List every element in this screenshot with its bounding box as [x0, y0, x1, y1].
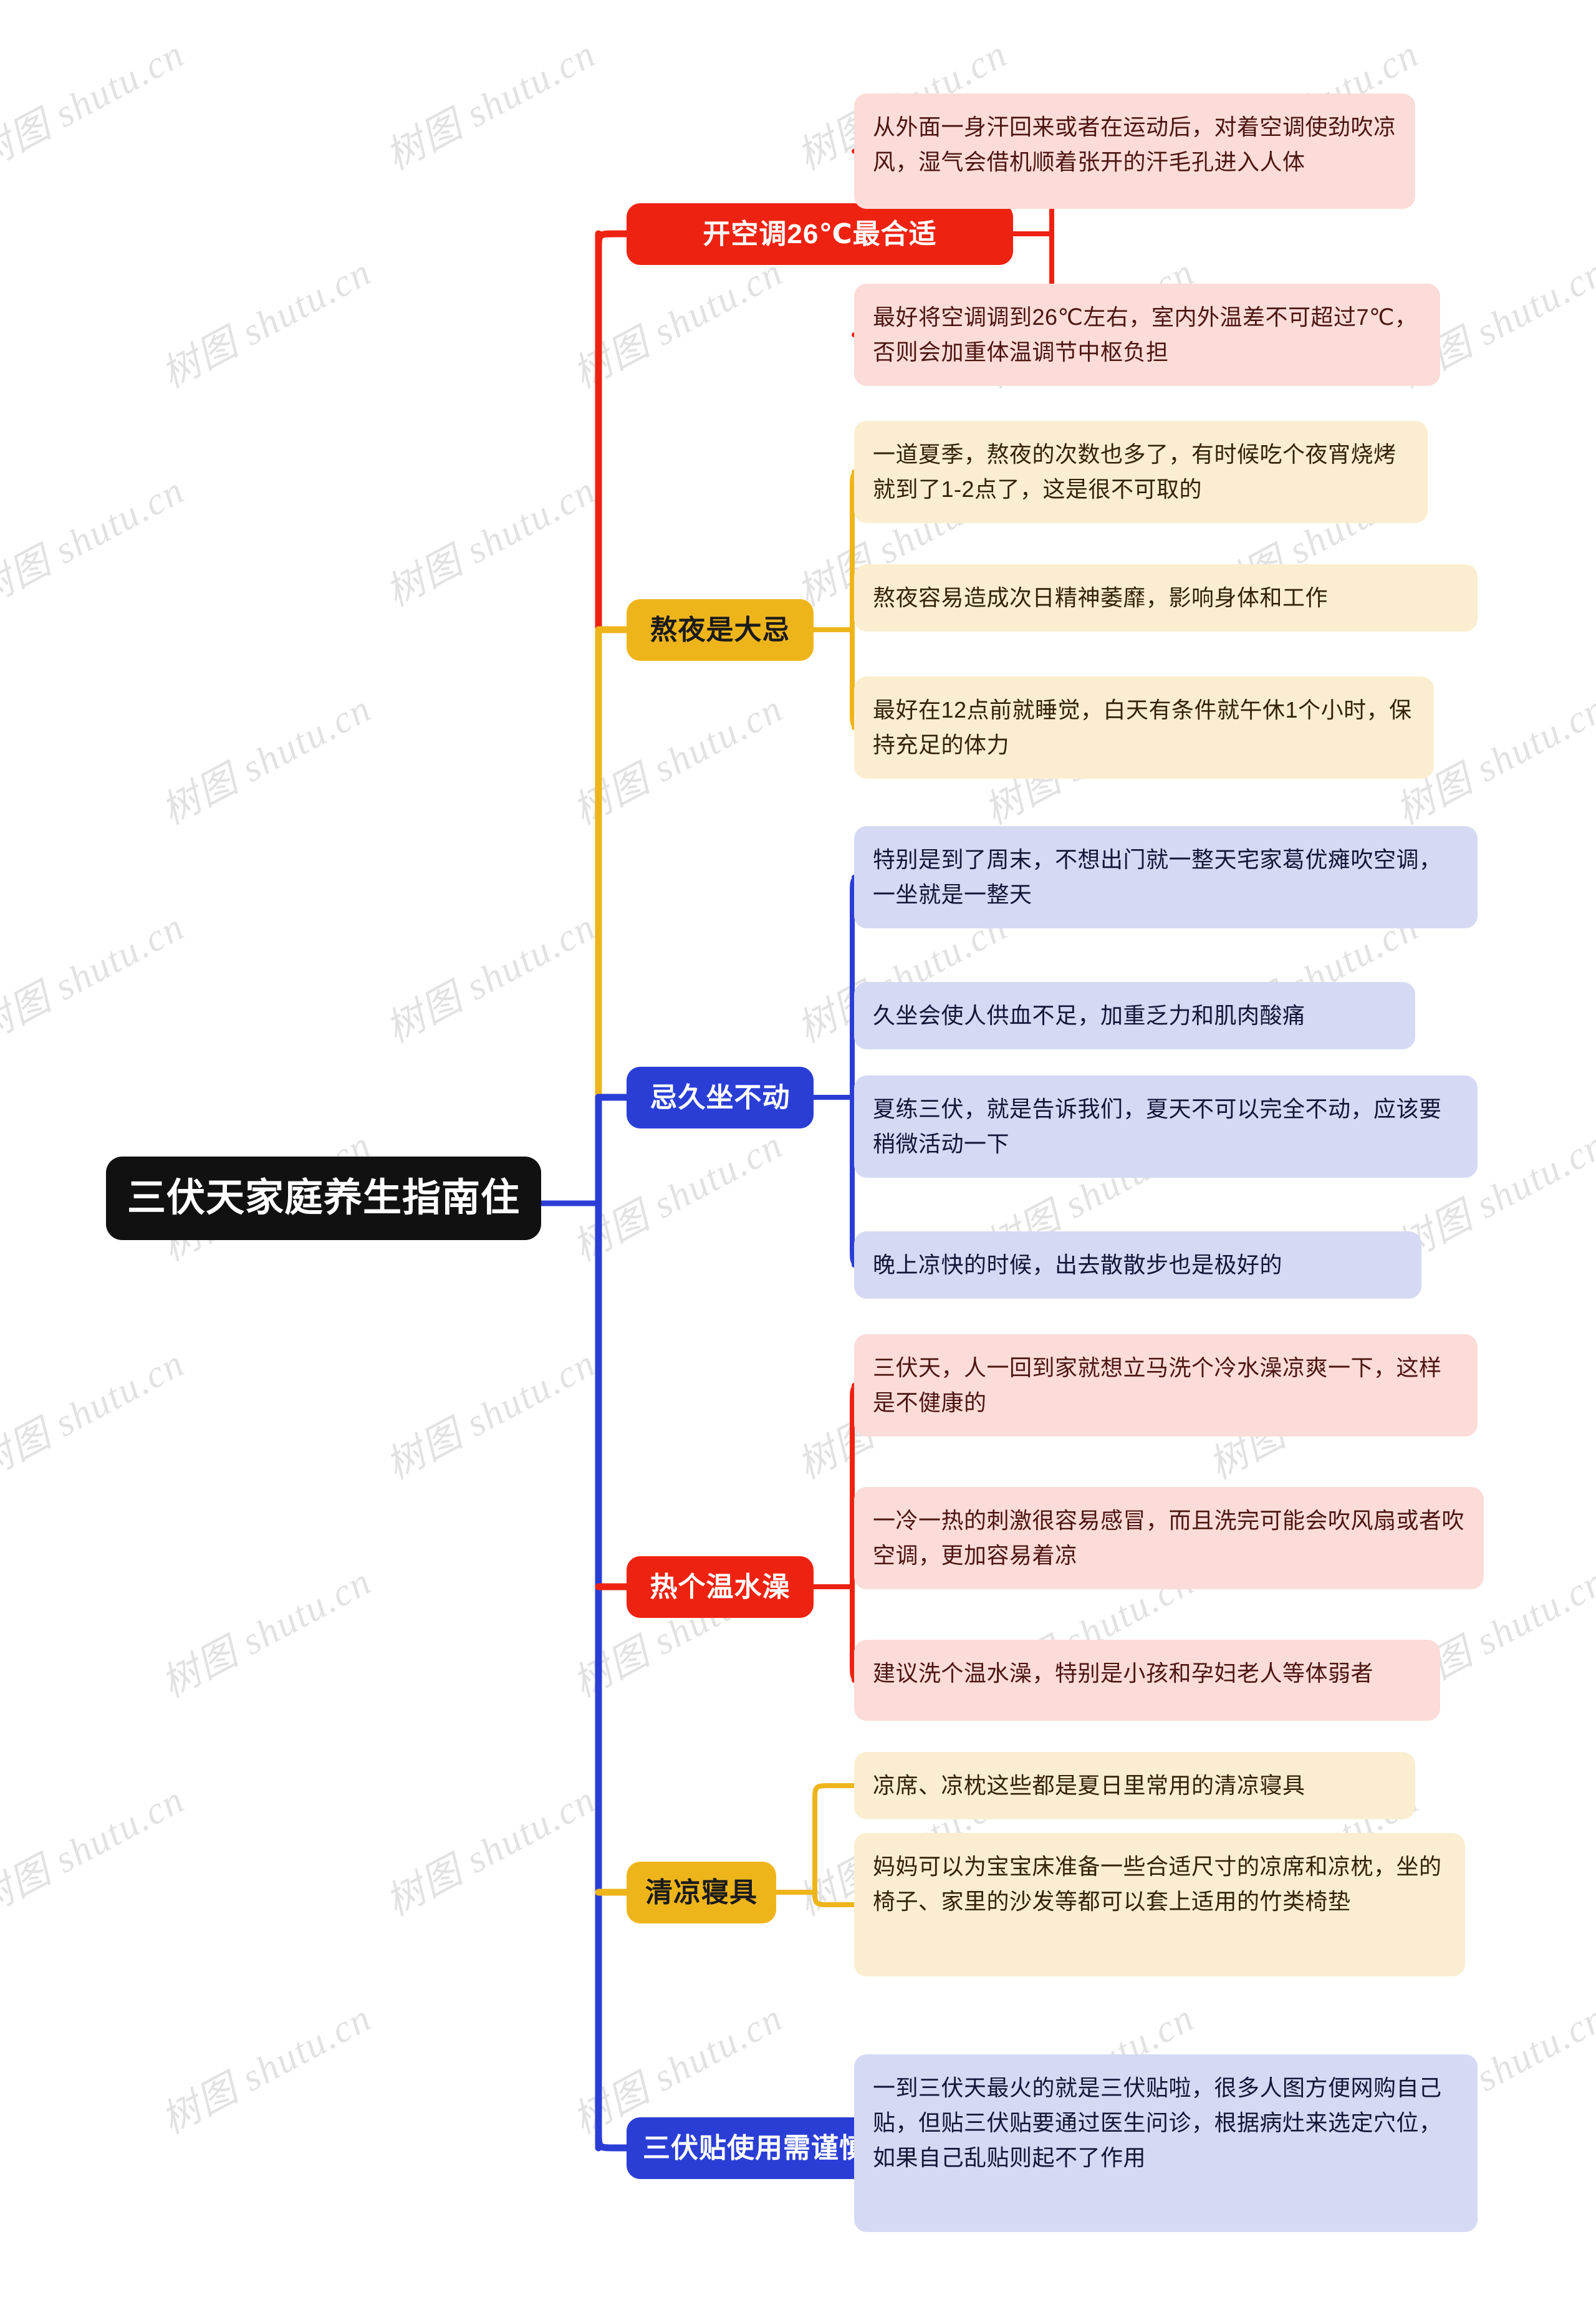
watermark-text: 树图 shutu.cn	[155, 687, 378, 833]
leaf-node-3-1[interactable]: 特别是到了周末，不想出门就一整天宅家葛优瘫吹空调，一坐就是一整天	[854, 826, 1478, 928]
watermark-text: 树图 shutu.cn	[0, 1778, 191, 1924]
leaf-node-1-2[interactable]: 最好将空调调到26℃左右，室内外温差不可超过7℃，否则会加重体温调节中枢负担	[854, 284, 1440, 386]
branch-node-4[interactable]: 热个温水澡	[627, 1556, 814, 1618]
leaf-node-6-1[interactable]: 一到三伏天最火的就是三伏贴啦，很多人图方便网购自己贴，但贴三伏贴要通过医生问诊，…	[854, 2054, 1478, 2232]
watermark-text: 树图 shutu.cn	[155, 1560, 378, 1706]
branch-node-6[interactable]: 三伏贴使用需谨慎	[627, 2117, 882, 2179]
leaf-node-2-3[interactable]: 最好在12点前就睡觉，白天有条件就午休1个小时，保持充足的体力	[854, 676, 1434, 779]
watermark-text: 树图 shutu.cn	[0, 32, 191, 178]
root-node[interactable]: 三伏天家庭养生指南住	[106, 1157, 542, 1240]
leaf-node-5-1[interactable]: 凉席、凉枕这些都是夏日里常用的清凉寝具	[854, 1752, 1415, 1819]
watermark-text: 树图 shutu.cn	[566, 1124, 790, 1269]
watermark-text: 树图 shutu.cn	[379, 469, 603, 615]
watermark-text: 树图 shutu.cn	[379, 1778, 603, 1924]
leaf-node-3-4[interactable]: 晚上凉快的时候，出去散散步也是极好的	[854, 1231, 1421, 1299]
leaf-node-2-1[interactable]: 一道夏季，熬夜的次数也多了，有时候吃个夜宵烧烤就到了1-2点了，这是很不可取的	[854, 421, 1428, 523]
branch-node-1[interactable]: 开空调26℃最合适	[627, 203, 1013, 265]
connector-path	[812, 1886, 857, 1907]
connector-path	[595, 2128, 630, 2152]
watermark-text: 树图 shutu.cn	[155, 251, 378, 397]
connector-path	[812, 1783, 857, 1804]
leaf-node-3-3[interactable]: 夏练三伏，就是告诉我们，夏天不可以完全不动，应该要稍微活动一下	[854, 1075, 1478, 1178]
leaf-node-1-1[interactable]: 从外面一身汗回来或者在运动后，对着空调使劲吹凉风，湿气会借机顺着张开的汗毛孔进入…	[854, 94, 1415, 209]
branch-node-2[interactable]: 熬夜是大忌	[627, 599, 814, 661]
branch-node-5[interactable]: 清凉寝具	[627, 1861, 776, 1923]
watermark-text: 树图 shutu.cn	[379, 32, 603, 178]
watermark-text: 树图 shutu.cn	[379, 1342, 603, 1488]
connector-path	[595, 230, 630, 254]
watermark-text: 树图 shutu.cn	[155, 1996, 378, 2142]
leaf-node-3-2[interactable]: 久坐会使人供血不足，加重乏力和肌肉酸痛	[854, 982, 1415, 1049]
watermark-text: 树图 shutu.cn	[0, 1342, 191, 1488]
leaf-node-2-2[interactable]: 熬夜容易造成次日精神萎靡，影响身体和工作	[854, 564, 1478, 632]
watermark-text: 树图 shutu.cn	[379, 905, 603, 1051]
leaf-node-4-3[interactable]: 建议洗个温水澡，特别是小孩和孕妇老人等体弱者	[854, 1640, 1440, 1721]
watermark-text: 树图 shutu.cn	[566, 687, 790, 833]
branch-node-3[interactable]: 忌久坐不动	[627, 1066, 814, 1128]
leaf-node-5-2[interactable]: 妈妈可以为宝宝床准备一些合适尺寸的凉席和凉枕，坐的椅子、家里的沙发等都可以套上适…	[854, 1833, 1465, 1976]
watermark-text: 树图 shutu.cn	[0, 905, 191, 1051]
watermark-text: 树图 shutu.cn	[0, 469, 191, 615]
leaf-node-4-1[interactable]: 三伏天，人一回到家就想立马洗个冷水澡凉爽一下，这样是不健康的	[854, 1334, 1478, 1436]
leaf-node-4-2[interactable]: 一冷一热的刺激很容易感冒，而且洗完可能会吹风扇或者吹空调，更加容易着凉	[854, 1487, 1484, 1589]
